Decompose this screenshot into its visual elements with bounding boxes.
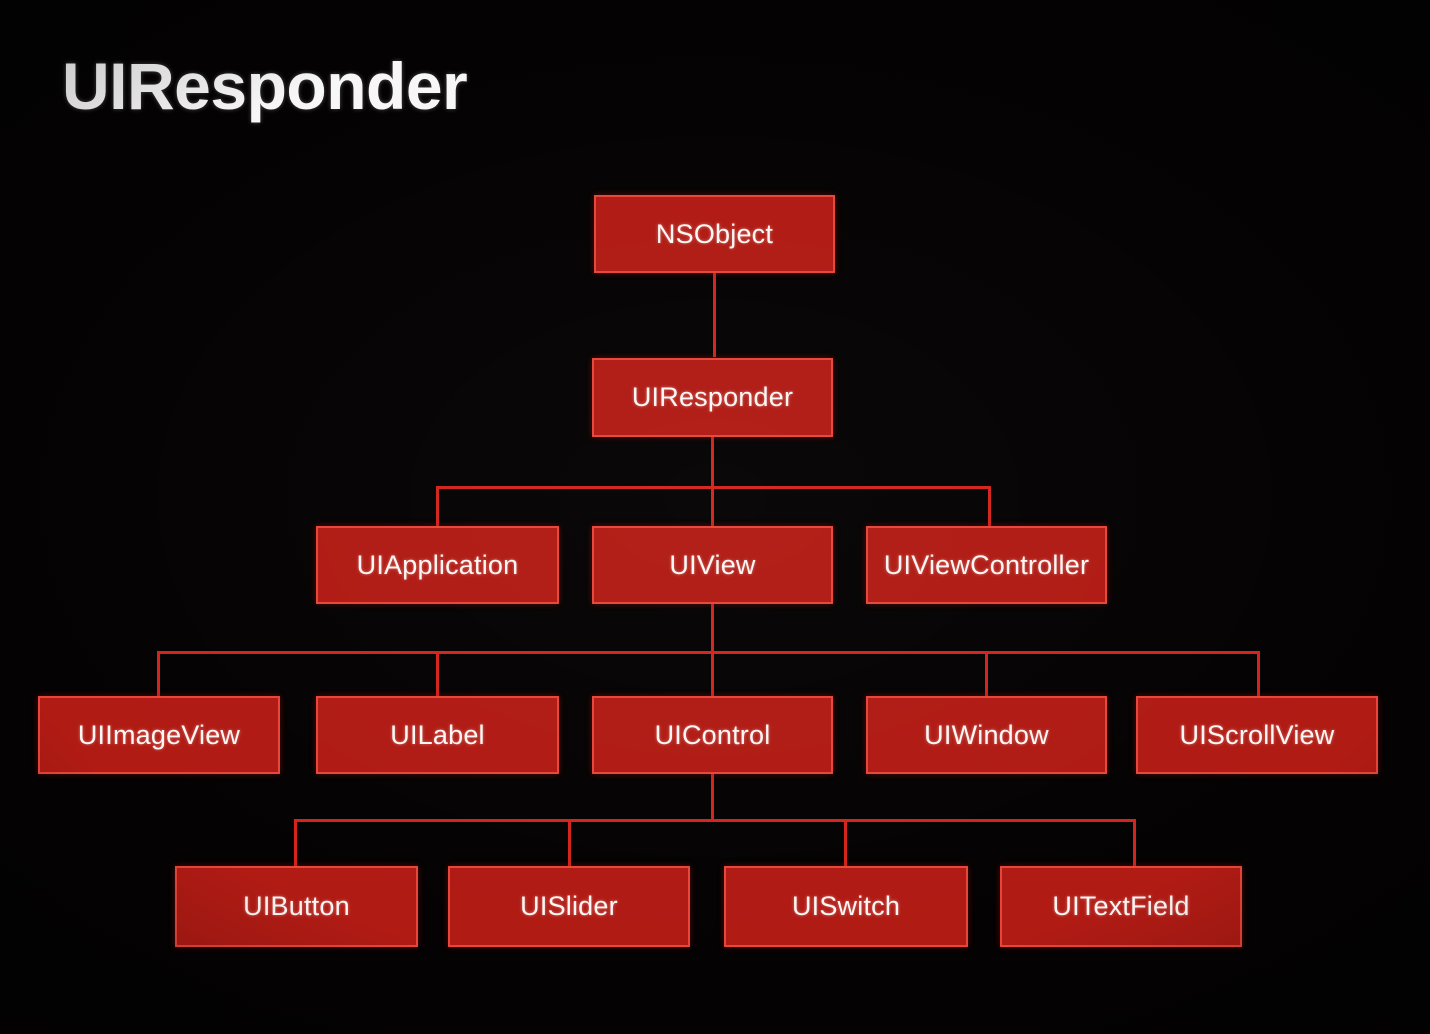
edge-drop-uicontrol [711,651,714,696]
node-uibutton[interactable]: UIButton [175,866,418,947]
edge-drop-uiscrollview [1257,651,1260,696]
node-uiview[interactable]: UIView [592,526,833,604]
node-uislider[interactable]: UISlider [448,866,690,947]
node-uiviewcontroller[interactable]: UIViewController [866,526,1107,604]
page-title: UIResponder [62,49,468,123]
edge-drop-uiapplication [436,486,439,526]
edge-drop-uiview [711,486,714,526]
node-nsobject[interactable]: NSObject [594,195,835,273]
edge-drop-uiimageview [157,651,160,696]
edge-uiview-stem [711,604,714,653]
edge-row4-bus [157,651,1260,654]
node-uiapplication[interactable]: UIApplication [316,526,559,604]
edge-uicontrol-stem [711,774,714,821]
edge-drop-uiswitch [844,819,847,866]
edge-drop-uibutton [294,819,297,866]
edge-drop-uiviewcontroller [988,486,991,526]
node-uiscrollview[interactable]: UIScrollView [1136,696,1378,774]
edge-drop-uiwindow [985,651,988,696]
node-uiwindow[interactable]: UIWindow [866,696,1107,774]
node-uitextfield[interactable]: UITextField [1000,866,1242,947]
edge-drop-uislider [568,819,571,866]
edge-uiresponder-stem [711,437,714,487]
node-uilabel[interactable]: UILabel [316,696,559,774]
edge-nsobject-uiresponder [713,272,716,357]
node-uiimageview[interactable]: UIImageView [38,696,280,774]
node-uicontrol[interactable]: UIControl [592,696,833,774]
node-uiresponder[interactable]: UIResponder [592,358,833,437]
node-uiswitch[interactable]: UISwitch [724,866,968,947]
edge-drop-uitextfield [1133,819,1136,866]
edge-drop-uilabel [436,651,439,696]
edge-row5-bus [294,819,1135,822]
